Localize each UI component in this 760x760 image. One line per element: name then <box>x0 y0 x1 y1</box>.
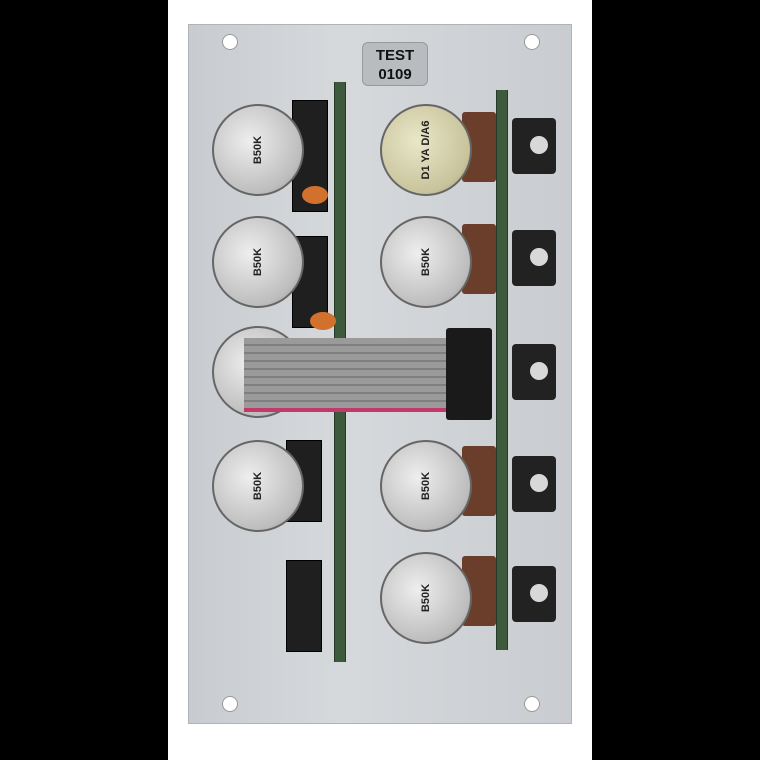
capacitor <box>302 186 328 204</box>
audio-jack <box>512 566 556 622</box>
mount-hole <box>524 696 540 712</box>
potentiometer: B50K <box>380 440 472 532</box>
audio-jack <box>512 344 556 400</box>
potentiometer: B50K <box>380 552 472 644</box>
ribbon-cable <box>244 338 462 412</box>
mount-hole <box>524 34 540 50</box>
potentiometer: B50K <box>212 104 304 196</box>
ic-chip <box>286 560 322 652</box>
mount-hole <box>222 34 238 50</box>
audio-jack <box>512 456 556 512</box>
mount-hole <box>222 696 238 712</box>
capacitor <box>310 312 336 330</box>
label-line1: TEST <box>375 47 415 64</box>
potentiometer: B50K <box>212 440 304 532</box>
audio-jack <box>512 118 556 174</box>
potentiometer: B50K <box>380 216 472 308</box>
ribbon-connector <box>446 328 492 420</box>
audio-jack <box>512 230 556 286</box>
label-line2: 0109 <box>378 66 412 83</box>
right-pcb <box>496 90 508 650</box>
potentiometer: B50K <box>212 216 304 308</box>
test-label: TEST 0109 <box>362 42 428 86</box>
potentiometer: D1 YA D/A6 <box>380 104 472 196</box>
